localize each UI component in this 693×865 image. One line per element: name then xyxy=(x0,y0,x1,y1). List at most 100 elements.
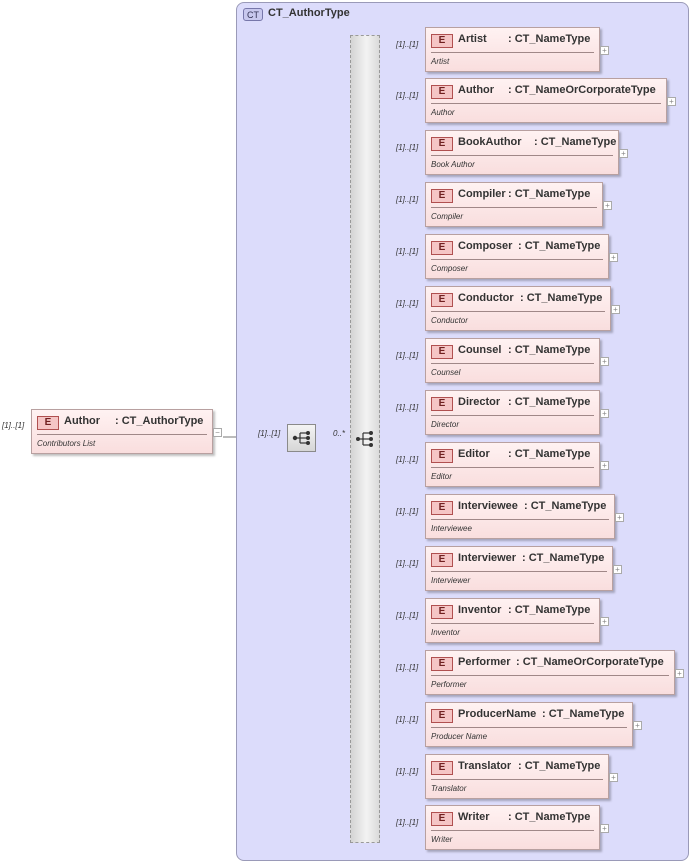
element-name: Writer xyxy=(458,811,490,823)
element-badge: E xyxy=(431,812,453,826)
expand-toggle[interactable]: + xyxy=(613,565,622,574)
sequence-cardinality: [1]..[1] xyxy=(258,429,281,438)
element-type: : CT_NameType xyxy=(508,396,591,408)
expand-toggle[interactable]: + xyxy=(667,97,676,106)
element-badge: E xyxy=(431,293,453,307)
element-separator xyxy=(431,779,603,780)
expand-toggle[interactable]: + xyxy=(600,824,609,833)
element-separator xyxy=(431,415,594,416)
expand-toggle[interactable]: + xyxy=(600,46,609,55)
expand-toggle[interactable]: + xyxy=(611,305,620,314)
expand-toggle[interactable]: + xyxy=(600,357,609,366)
element-type: : CT_NameType xyxy=(508,448,591,460)
element-separator xyxy=(431,103,661,104)
child-cardinality: [1]..[1] xyxy=(396,663,419,672)
expand-toggle[interactable]: + xyxy=(600,461,609,470)
element-doc: Producer Name xyxy=(431,732,488,741)
expand-toggle[interactable]: + xyxy=(619,149,628,158)
element-badge: E xyxy=(431,553,453,567)
element-type: : CT_NameType xyxy=(522,552,605,564)
expand-toggle[interactable]: + xyxy=(633,721,642,730)
expand-toggle[interactable]: + xyxy=(609,773,618,782)
element-badge: E xyxy=(431,241,453,255)
element-separator xyxy=(431,207,597,208)
child-cardinality: [1]..[1] xyxy=(396,767,419,776)
element-badge: E xyxy=(431,657,453,671)
expand-toggle[interactable]: + xyxy=(609,253,618,262)
element-type: : CT_NameType xyxy=(534,136,617,148)
child-cardinality: [1]..[1] xyxy=(396,455,419,464)
element-name: Interviewer xyxy=(458,552,517,564)
element-badge: E xyxy=(431,85,453,99)
element-separator xyxy=(431,155,613,156)
element-doc: Compiler xyxy=(431,212,464,221)
element-separator xyxy=(431,830,594,831)
expand-toggle[interactable]: + xyxy=(675,669,684,678)
element-name: Artist xyxy=(458,33,487,45)
element-type: : CT_NameType xyxy=(518,760,601,772)
element-type: : CT_NameOrCorporateType xyxy=(508,84,656,96)
element-badge: E xyxy=(431,397,453,411)
element-separator xyxy=(431,519,609,520)
element-doc: Composer xyxy=(431,264,468,273)
element-doc: Conductor xyxy=(431,316,468,325)
element-name: Performer xyxy=(458,656,511,668)
element-type: : CT_NameType xyxy=(518,240,601,252)
occurrence-label: 0..* xyxy=(333,429,346,438)
collapse-toggle[interactable]: − xyxy=(213,428,222,437)
expand-toggle[interactable]: + xyxy=(600,409,609,418)
child-cardinality: [1]..[1] xyxy=(396,818,419,827)
element-name: Director xyxy=(458,396,501,408)
expand-toggle[interactable]: + xyxy=(615,513,624,522)
element-name: ProducerName xyxy=(458,708,537,720)
choice-branch-icon xyxy=(355,430,375,453)
element-type: : CT_NameOrCorporateType xyxy=(516,656,664,668)
element-doc: Translator xyxy=(431,784,467,793)
element-badge: E xyxy=(431,345,453,359)
expand-toggle[interactable]: + xyxy=(600,617,609,626)
element-badge: E xyxy=(431,709,453,723)
element-name: Interviewee xyxy=(458,500,518,512)
element-name: Composer xyxy=(458,240,513,252)
root-element-author[interactable]: E Author : CT_AuthorType Contributors Li… xyxy=(31,409,213,454)
element-badge: E xyxy=(431,137,453,151)
element-name: Compiler xyxy=(458,188,506,200)
element-doc: Author xyxy=(431,108,455,117)
complex-type-title: CT_AuthorType xyxy=(268,7,350,19)
element-type: : CT_NameType xyxy=(508,604,591,616)
element-type: : CT_NameType xyxy=(508,344,591,356)
element-doc: Artist xyxy=(431,57,450,66)
element-doc: Interviewer xyxy=(431,576,471,585)
child-cardinality: [1]..[1] xyxy=(396,611,419,620)
element-badge: E xyxy=(431,189,453,203)
element-doc: Inventor xyxy=(431,628,460,637)
element-separator xyxy=(431,675,669,676)
sequence-compositor-icon[interactable] xyxy=(287,424,316,452)
element-type: : CT_NameType xyxy=(508,811,591,823)
element-separator xyxy=(37,434,207,435)
element-separator xyxy=(431,571,607,572)
element-separator xyxy=(431,623,594,624)
element-type: : CT_AuthorType xyxy=(115,415,204,427)
expand-toggle[interactable]: + xyxy=(603,201,612,210)
element-separator xyxy=(431,467,594,468)
element-name: Counsel xyxy=(458,344,502,356)
element-type: : CT_NameType xyxy=(524,500,607,512)
element-type: : CT_NameType xyxy=(508,33,591,45)
